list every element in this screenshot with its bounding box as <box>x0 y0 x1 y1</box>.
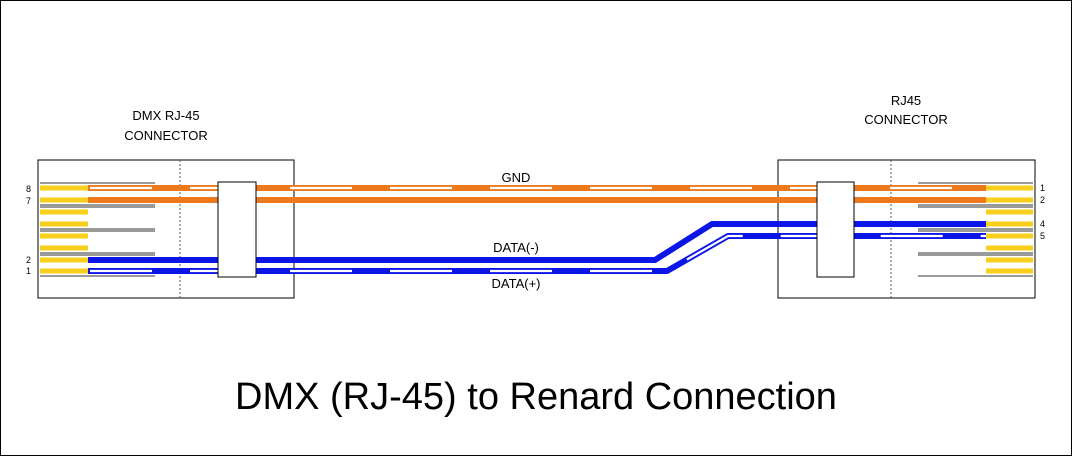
right-pin-label-4: 4 <box>1040 219 1045 229</box>
left-pin-label-1: 1 <box>26 266 31 276</box>
right-pin-label-1: 1 <box>1040 183 1045 193</box>
left-pin-label-2: 2 <box>26 255 31 265</box>
right-pin-label-2: 2 <box>1040 195 1045 205</box>
right-pin-contacts <box>918 182 1033 277</box>
diagram-title: DMX (RJ-45) to Renard Connection <box>235 376 837 418</box>
data-minus-label: DATA(-) <box>493 240 539 255</box>
left-strain-relief <box>217 181 257 278</box>
left-pin-label-7: 7 <box>26 196 31 206</box>
right-connector-label-line2: CONNECTOR <box>864 112 948 127</box>
right-pin-label-5: 5 <box>1040 231 1045 241</box>
left-pin-contacts <box>40 182 155 277</box>
data-plus-wire <box>88 233 986 274</box>
left-connector-label-line2: CONNECTOR <box>124 128 208 143</box>
left-connector-label-line1: DMX RJ-45 <box>132 108 199 123</box>
left-pin-label-8: 8 <box>26 184 31 194</box>
right-strain-relief <box>816 181 855 278</box>
gnd-label: GND <box>502 170 531 185</box>
right-connector-label-line1: RJ45 <box>891 93 921 108</box>
data-plus-label: DATA(+) <box>492 276 541 291</box>
